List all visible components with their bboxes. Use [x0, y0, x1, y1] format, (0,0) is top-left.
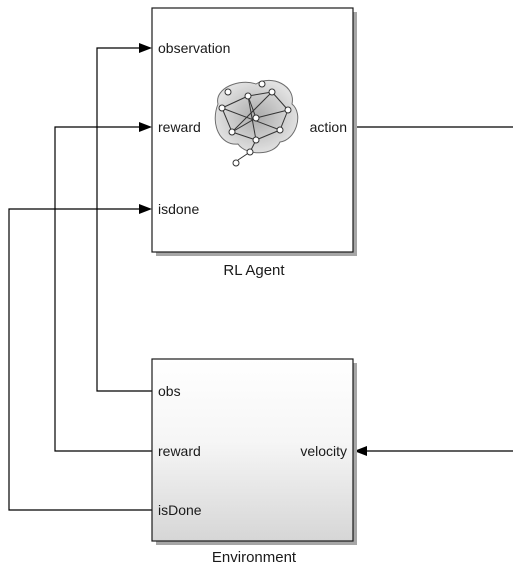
- env-outport-isdone: isDone: [158, 502, 202, 518]
- environment-block-name[interactable]: Environment: [212, 549, 297, 566]
- agent-inport-reward: reward: [158, 119, 201, 135]
- rl-agent-block[interactable]: observation reward isdone action: [151, 7, 357, 256]
- env-outport-obs: obs: [158, 383, 181, 399]
- environment-block-body: [151, 358, 354, 542]
- agent-outport-action: action: [310, 119, 347, 135]
- signal-line-reward-to-reward[interactable]: [54, 126, 152, 452]
- env-outport-reward: reward: [158, 443, 201, 459]
- rl-agent-block-name[interactable]: RL Agent: [223, 262, 285, 279]
- signal-line-isdone-to-isdone[interactable]: [8, 208, 152, 511]
- neural-network-icon: [214, 79, 299, 167]
- arrowhead-velocity: [354, 446, 367, 456]
- env-inport-velocity: velocity: [300, 443, 347, 459]
- environment-block[interactable]: obs reward isDone velocity: [151, 358, 357, 545]
- signal-line-obs-to-observation[interactable]: [96, 47, 152, 392]
- arrowhead-isdone: [139, 204, 152, 214]
- agent-inport-observation: observation: [158, 40, 230, 56]
- agent-inport-isdone: isdone: [158, 201, 199, 217]
- arrowhead-reward: [139, 122, 152, 132]
- arrowhead-observation: [139, 43, 152, 53]
